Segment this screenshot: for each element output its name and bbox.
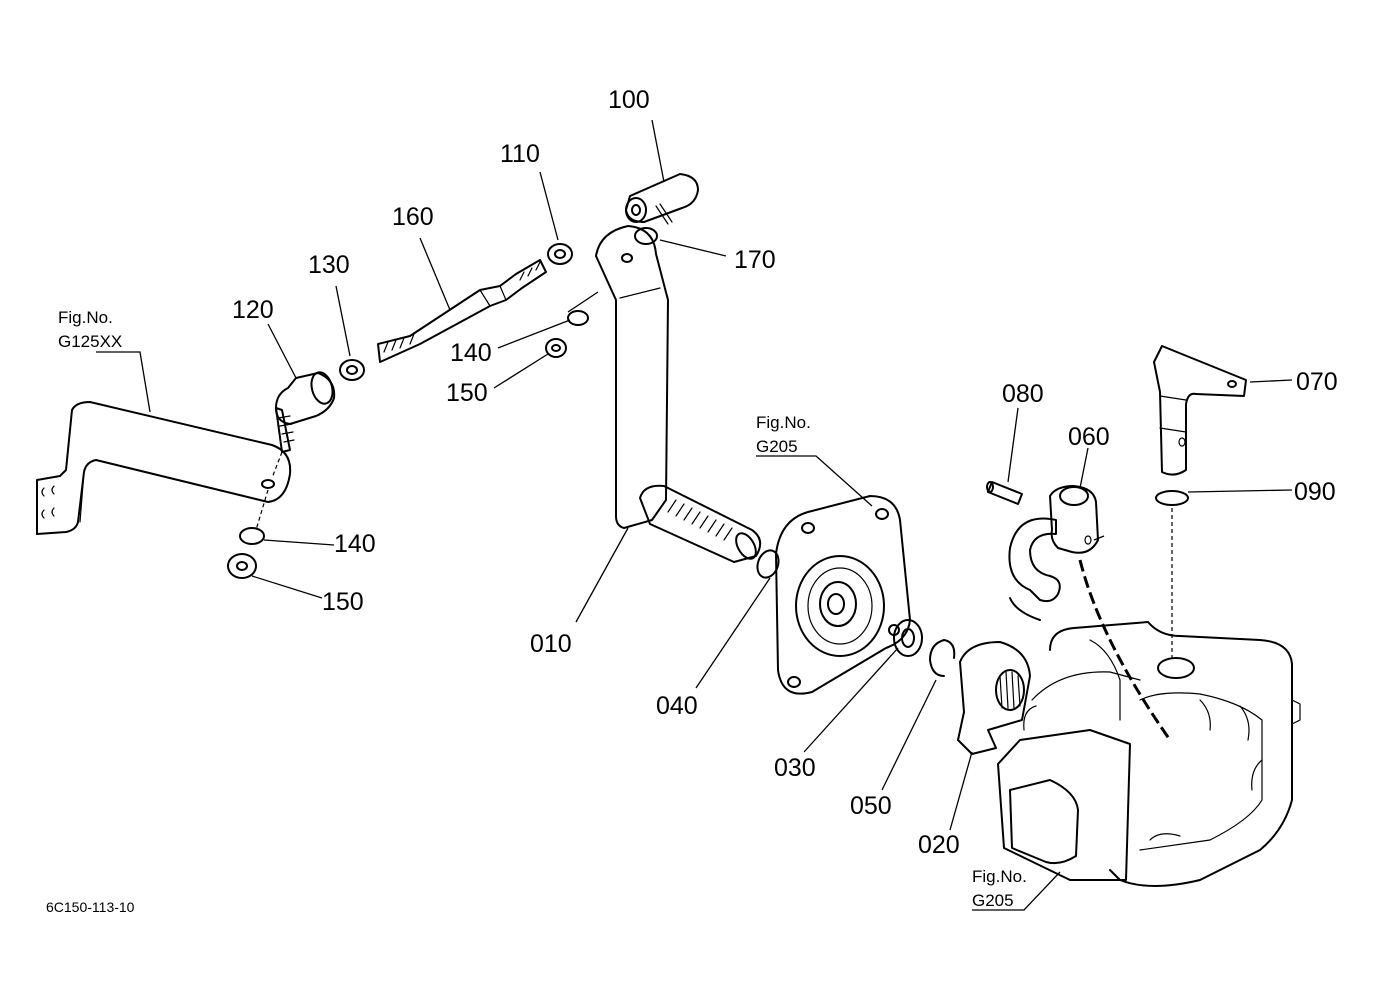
callout-030: 030	[774, 754, 816, 782]
figure-ref-label: Fig.No.	[972, 867, 1027, 886]
cover-plate-g205	[775, 495, 911, 695]
callout-labels: 100 110 160 170 130 120 140 150 140 150 …	[232, 86, 1338, 859]
callout-080: 080	[1002, 380, 1044, 408]
callout-010: 010	[530, 630, 572, 658]
figure-ref-label: Fig.No.	[756, 413, 811, 432]
callout-120: 120	[232, 296, 274, 324]
callout-170: 170	[734, 246, 776, 274]
nut-110	[547, 243, 573, 265]
callout-130: 130	[308, 251, 350, 279]
callout-140-lower: 140	[334, 530, 376, 558]
callout-140-upper: 140	[450, 339, 492, 367]
rod-160	[377, 259, 547, 363]
external-lever-g125xx	[36, 401, 292, 535]
washer-030	[893, 619, 923, 657]
drawing-code: 6C150-113-10	[46, 899, 135, 915]
nut-130	[339, 359, 365, 381]
oring-040	[756, 549, 780, 579]
figure-ref-g125xx: Fig.No. G125XX	[58, 308, 122, 351]
clip-140-upper	[567, 310, 589, 326]
transmission-housing-g205	[997, 621, 1301, 887]
callout-100: 100	[608, 86, 650, 114]
leader-lines	[96, 119, 1293, 911]
figure-ref-g205-housing: Fig.No. G205	[972, 867, 1027, 910]
internal-lever-020	[957, 641, 1031, 755]
callout-110: 110	[500, 140, 540, 168]
assembly-path-line	[1078, 559, 1172, 741]
figure-ref-number: G205	[972, 891, 1014, 910]
clip-140-lower	[239, 527, 265, 545]
callout-020: 020	[918, 831, 960, 859]
clip-170	[634, 227, 658, 245]
callout-050: 050	[850, 792, 892, 820]
ball-joint-120	[271, 371, 336, 479]
callout-090: 090	[1294, 478, 1336, 506]
figure-ref-label: Fig.No.	[58, 308, 113, 327]
figure-ref-g205-plate: Fig.No. G205	[756, 413, 811, 456]
shaft-070	[1153, 345, 1247, 476]
snap-ring-050	[929, 639, 956, 677]
ball-joint-100	[625, 173, 699, 225]
callout-150-upper: 150	[446, 379, 488, 407]
nut-150-upper	[545, 338, 567, 358]
callout-060: 060	[1068, 423, 1110, 451]
fork-060	[1008, 485, 1099, 621]
lever-arm-010	[595, 225, 762, 563]
figure-ref-number: G125XX	[58, 332, 122, 351]
nut-150-lower	[227, 553, 257, 579]
figure-ref-number: G205	[756, 437, 798, 456]
callout-160: 160	[392, 203, 434, 231]
callout-040: 040	[656, 692, 698, 720]
callout-070: 070	[1296, 368, 1338, 396]
oring-090	[1155, 490, 1189, 506]
callout-150-lower: 150	[322, 588, 364, 616]
pin-080	[986, 481, 1023, 505]
